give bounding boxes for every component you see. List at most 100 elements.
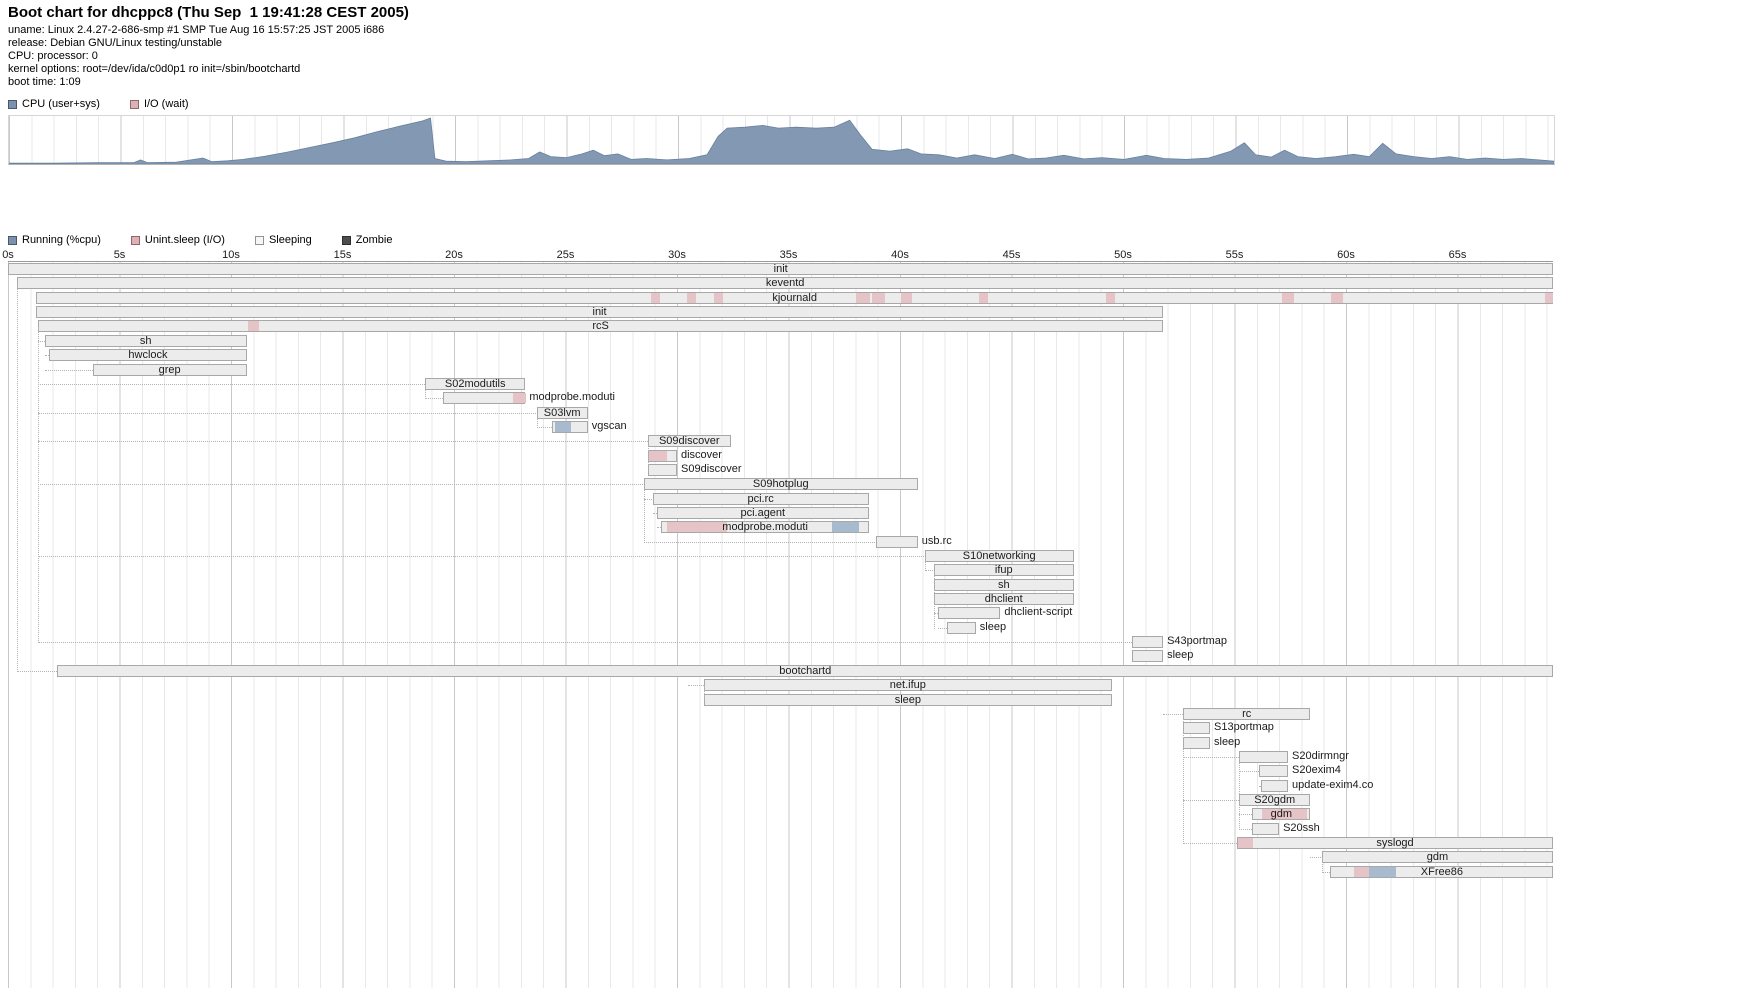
process-label: dhclient-script (1004, 606, 1073, 619)
legend-label: CPU (user+sys) (22, 98, 100, 110)
process-label: S20dirmngr (1292, 749, 1349, 762)
process-label: S20gdm (1254, 793, 1296, 806)
axis-tick: 15s (333, 249, 352, 261)
tree-connector (38, 556, 925, 557)
process-label: bootchartd (779, 664, 832, 677)
process-label: sleep (979, 620, 1007, 633)
process-bar: dhclient (933, 593, 1074, 606)
state-segment-io (1237, 838, 1254, 848)
legend-item: Unint.sleep (I/O) (130, 235, 225, 246)
process-label: sleep (1167, 649, 1194, 662)
legend-label: I/O (wait) (143, 98, 189, 110)
process-label: usb.rc (921, 534, 952, 547)
process-bar: gdm (1321, 851, 1553, 864)
process-bar (1259, 765, 1288, 778)
state-segment-io (666, 522, 728, 533)
process-label: sleep (894, 693, 921, 706)
tree-connector (1183, 714, 1185, 844)
process-label: S20exim4 (1292, 764, 1341, 777)
tree-connector (16, 670, 57, 672)
axis-tick: 50s (1114, 249, 1132, 261)
process-bar (1183, 722, 1210, 735)
process-bar: bootchartd (57, 664, 1553, 677)
state-segment-io (979, 292, 988, 303)
axis-tick: 25s (556, 249, 575, 261)
process-bar: sh (44, 334, 247, 347)
process-bar (937, 607, 1001, 620)
process-bar (648, 449, 677, 462)
legend-label: Zombie (355, 234, 393, 246)
process-bar: sh (933, 578, 1074, 591)
process-bar: net.ifup (703, 679, 1112, 692)
process-bar: kjournald (35, 291, 1553, 304)
process-bar (1252, 822, 1280, 835)
process-bar: rc (1183, 707, 1311, 720)
legend-item: Running (%cpu) (8, 235, 101, 246)
process-label: sleep (1214, 735, 1241, 748)
process-bar (1261, 779, 1289, 792)
tree-connector (1163, 713, 1184, 715)
page-title: Boot chart for dhcppc8 (Thu Sep 1 19:41:… (8, 4, 409, 21)
process-bar (946, 621, 976, 634)
release-line: release: Debian GNU/Linux testing/unstab… (8, 37, 223, 49)
process-bar: keventd (16, 277, 1553, 290)
tree-connector (38, 383, 425, 385)
process-bar: gdm (1252, 808, 1311, 821)
axis-tick: 5s (113, 249, 126, 261)
sleeping-color-swatch (254, 236, 264, 245)
process-label: ifup (994, 564, 1013, 577)
tree-connector (536, 426, 553, 428)
legend-item: I/O (wait) (129, 98, 189, 110)
process-bar: S03lvm (536, 406, 588, 419)
tree-connector (1183, 799, 1239, 801)
tree-connector (924, 570, 934, 572)
tree-connector (1239, 757, 1240, 830)
tree-connector (648, 442, 649, 471)
process-label: hwclock (128, 349, 168, 362)
process-bar: sleep (703, 693, 1112, 706)
process-label: kjournald (772, 291, 817, 304)
state-segment-run (1369, 866, 1397, 877)
state-segment-io (856, 292, 870, 303)
process-label: vgscan (591, 419, 627, 432)
cpu-usage-chart (8, 115, 1555, 165)
process-bar (648, 463, 677, 476)
process-bar: pci.agent (656, 506, 869, 519)
tree-connector (643, 485, 645, 543)
tree-connector (688, 685, 704, 687)
tree-connector (44, 355, 50, 357)
process-bar (1239, 750, 1289, 763)
axis-tick: 10s (222, 249, 240, 261)
state-segment-io (686, 292, 696, 303)
state-segment-io (1545, 292, 1553, 303)
process-label: modprobe.moduti (722, 521, 808, 534)
process-label: rcS (592, 320, 609, 333)
process-label: S10networking (962, 550, 1036, 562)
tree-connector (38, 441, 648, 443)
axis-tick: 0s (2, 249, 14, 261)
state-segment-io (512, 393, 527, 404)
process-label: XFree86 (1420, 865, 1463, 878)
tree-connector (656, 527, 662, 529)
process-bar: modprobe.moduti (661, 521, 869, 534)
tree-connector (38, 340, 45, 342)
process-label: grep (158, 363, 181, 376)
process-label: gdm (1270, 808, 1292, 821)
tree-connector (924, 557, 926, 572)
process-bar: S02modutils (425, 377, 526, 390)
state-segment-io (1353, 866, 1370, 877)
axis-tick: 55s (1225, 249, 1244, 261)
state-segment-io (247, 321, 259, 332)
state-segment-io (1106, 292, 1116, 303)
process-label: modprobe.moduti (529, 391, 615, 404)
cpu-area-plot (9, 117, 1554, 164)
state-segment-io (1331, 292, 1343, 303)
uname-line: uname: Linux 2.4.27-2-686-smp #1 SMP Tue… (8, 24, 385, 36)
cpu-chart-legend: CPU (user+sys) I/O (wait) (0, 99, 1752, 110)
tree-connector (425, 384, 426, 400)
tree-connector (38, 327, 40, 644)
tree-connector (536, 413, 538, 428)
